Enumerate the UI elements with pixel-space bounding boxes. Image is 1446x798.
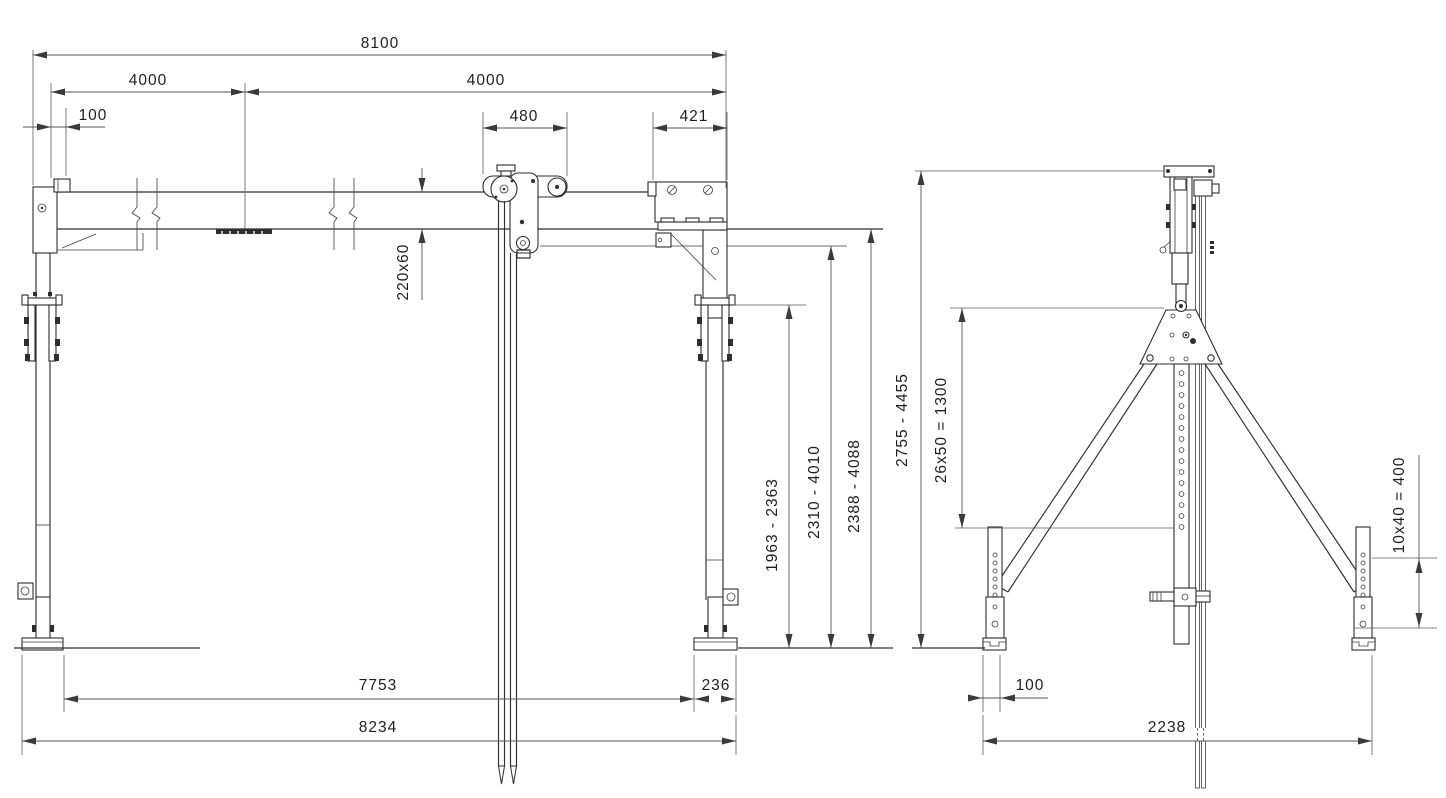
right-column-foot	[693, 588, 739, 651]
dim-column-hole-pattern: 26x50 = 1300	[933, 307, 1174, 529]
hoist-trolley	[482, 164, 568, 259]
main-beam	[33, 191, 883, 247]
dim-rail-height: 2310 - 4010	[806, 246, 835, 648]
left-column	[17, 178, 144, 651]
dim-label-outer-base-span: 8234	[359, 719, 397, 736]
dim-end-offset: 100	[23, 107, 108, 176]
beam-break-symbols	[131, 178, 358, 250]
left-adjustable-foot	[982, 526, 1007, 651]
dim-label-beam-clearance: 2388 - 4088	[846, 439, 863, 533]
left-column-foot	[17, 582, 64, 651]
dim-span-left: 4000	[50, 72, 246, 229]
dim-label-beam-section: 220x60	[395, 244, 412, 301]
side-chain	[1193, 195, 1208, 789]
side-hoist	[1159, 165, 1220, 309]
dim-inner-base-span: 7753	[63, 655, 695, 712]
dim-label-end-bracket-width: 421	[680, 108, 709, 125]
right-column	[655, 229, 739, 651]
side-legs	[995, 363, 1367, 593]
dim-label-base-width: 2238	[1148, 719, 1186, 736]
dim-label-inner-base-span: 7753	[359, 677, 397, 694]
dim-label-trolley-width: 480	[510, 108, 539, 125]
dim-outer-base-span: 8234	[21, 655, 737, 755]
dim-leg-hole-pattern: 10x40 = 400	[1354, 455, 1437, 629]
dim-beam-clearance: 2388 - 4088	[846, 229, 875, 648]
dim-label-column-hole-pattern: 26x50 = 1300	[933, 377, 950, 483]
dim-label-end-offset: 100	[79, 107, 108, 124]
dim-foot-offset: 100	[968, 655, 1048, 712]
right-adjustable-foot	[1351, 526, 1376, 651]
dim-label-clamp-height: 1963 - 2363	[764, 478, 781, 572]
strip-clamp	[1149, 587, 1211, 607]
dim-label-foot-offset: 100	[1016, 677, 1045, 694]
rack-strip	[216, 229, 272, 234]
end-bracket	[647, 181, 728, 231]
perforated-strip	[1173, 363, 1190, 645]
right-column-clamp	[694, 294, 736, 362]
dim-end-bracket-width: 421	[652, 108, 728, 180]
dim-label-leg-hole-pattern: 10x40 = 400	[1391, 457, 1408, 554]
side-view: 2755 - 4455 26x50 = 1300 10x40 = 400 100	[894, 165, 1437, 789]
dim-height-range: 2755 - 4455	[894, 170, 1164, 648]
dim-span-right: 4000	[245, 72, 726, 96]
front-view: 8100 4000 4000 100 480	[14, 35, 893, 785]
left-column-clamp	[21, 292, 63, 362]
dim-label-span-left: 4000	[129, 72, 167, 89]
dim-clamp-height: 1963 - 2363	[733, 304, 806, 648]
dim-label-rail-height: 2310 - 4010	[806, 445, 823, 539]
dim-label-height-range: 2755 - 4455	[894, 373, 911, 467]
dim-base-width: 2238	[982, 655, 1373, 755]
dim-beam-section: 220x60	[395, 168, 426, 301]
chain-falls	[497, 201, 518, 785]
gusset-plate	[1139, 299, 1223, 365]
dim-foot-width: 236	[695, 655, 737, 712]
dim-overall-width: 8100	[32, 35, 727, 188]
dim-label-overall-width: 8100	[361, 35, 399, 52]
dim-trolley-width: 480	[482, 108, 568, 176]
dim-label-span-right: 4000	[467, 72, 505, 89]
dim-label-foot-width: 236	[702, 677, 731, 694]
